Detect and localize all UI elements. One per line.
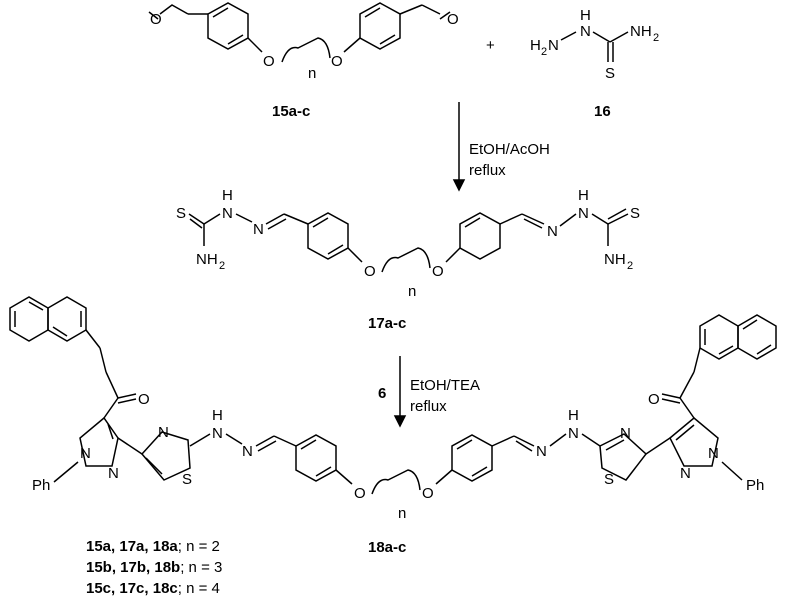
atom-label: Ph (746, 477, 764, 494)
atom-label: O (138, 391, 150, 408)
atom-label: NH (604, 251, 626, 268)
legend-row: 15c, 17c, 18c; n = 4 (86, 580, 220, 597)
atom-label: N (568, 425, 579, 442)
compound-label-16: 16 (594, 103, 611, 120)
compound-label-17: 17a-c (368, 315, 406, 332)
atom-sub: 2 (653, 32, 659, 44)
atom-label: S (182, 471, 192, 488)
atom-label: H (530, 37, 541, 54)
atom-label: N (212, 425, 223, 442)
atom-label: N (222, 205, 233, 222)
step2-conditions-line1: EtOH/TEA (410, 377, 480, 394)
atom-label: N (108, 465, 119, 482)
compound-18-structure: O N N Ph N S N H N O n O (9, 296, 777, 522)
arrow-head-1 (452, 179, 466, 192)
atom-sub: 2 (219, 260, 225, 272)
atom-label: S (604, 471, 614, 488)
step1-conditions-line2: reflux (469, 162, 506, 179)
atom-label: N (158, 424, 169, 441)
atom-label: N (680, 465, 691, 482)
atom-label: O (354, 485, 366, 502)
atom-label: H (222, 187, 233, 204)
atom-label: H (578, 187, 589, 204)
atom-label: S (630, 205, 640, 222)
atom-label: NH (196, 251, 218, 268)
substituent-legend: 15a, 17a, 18a; n = 2 15b, 17b, 18b; n = … (86, 536, 222, 599)
atom-label: H (568, 407, 579, 424)
atom-sub: 2 (627, 260, 633, 272)
atom-label: O (447, 11, 459, 28)
atom-label: O (422, 485, 434, 502)
compound-label-18: 18a-c (368, 539, 406, 556)
atom-label: N (80, 445, 91, 462)
atom-label: O (331, 53, 343, 70)
atom-label: N (253, 221, 264, 238)
atom-label: N (708, 445, 719, 462)
atom-label: Ph (32, 477, 50, 494)
atom-label: H (212, 407, 223, 424)
compound-16-structure: H 2 N N H NH 2 S (530, 7, 659, 82)
step2-reagent: 6 (378, 385, 386, 402)
atom-sub: 2 (541, 46, 547, 58)
atom-label: O (263, 53, 275, 70)
compound-label-15: 15a-c (272, 103, 310, 120)
atom-label: n (308, 65, 316, 82)
atom-label: N (578, 205, 589, 222)
atom-label: N (580, 23, 591, 40)
atom-label: N (547, 223, 558, 240)
atom-label: O (150, 11, 162, 28)
atom-label: n (408, 283, 416, 300)
legend-row: 15a, 17a, 18a; n = 2 (86, 538, 220, 555)
atom-label: S (605, 65, 615, 82)
compound-15-structure: O O n O O (148, 2, 459, 82)
atom-label: O (432, 263, 444, 280)
atom-label: N (620, 425, 631, 442)
atom-label: N (536, 443, 547, 460)
atom-label: N (242, 443, 253, 460)
atom-label: S (176, 205, 186, 222)
atom-label: O (364, 263, 376, 280)
step2-conditions-line2: reflux (410, 398, 447, 415)
step1-conditions-line1: EtOH/AcOH (469, 141, 550, 158)
atom-label: NH (630, 23, 652, 40)
atom-label: N (548, 37, 559, 54)
atom-label: n (398, 505, 406, 522)
legend-row: 15b, 17b, 18b; n = 3 (86, 559, 223, 576)
atom-label: H (580, 7, 591, 24)
atom-label: O (648, 391, 660, 408)
arrow-head-2 (393, 415, 407, 428)
compound-17-structure: S NH 2 N H N O n O N N H S (176, 187, 640, 300)
plus-sign: + (486, 37, 495, 54)
